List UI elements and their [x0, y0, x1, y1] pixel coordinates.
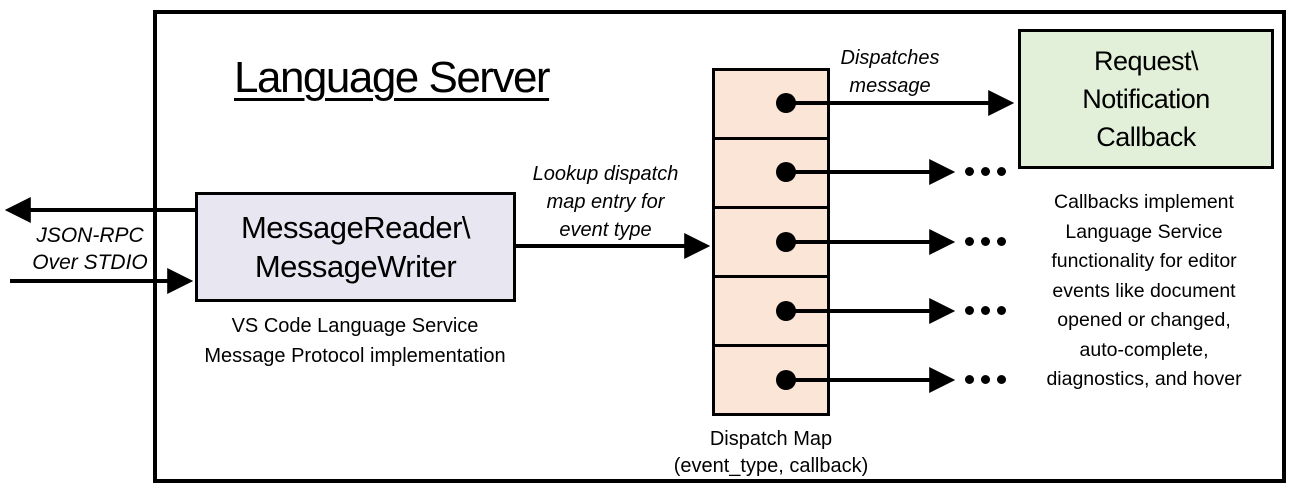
reader-caption-line2: Message Protocol implementation: [204, 345, 506, 367]
dispatch-map-cell: [715, 71, 827, 140]
callbacks-note-line: Callbacks implement: [1054, 191, 1234, 213]
ellipsis-icon: [965, 375, 1006, 384]
callbacks-note-line: Language Service: [1065, 220, 1223, 243]
request-notification-callback-box: Request\ Notification Callback: [1018, 29, 1274, 169]
callbacks-note-line: functionality for editor: [1051, 250, 1237, 272]
language-server-box: [153, 10, 1286, 483]
callback-box-line2: Notification: [1082, 84, 1210, 114]
reader-caption-line1: VS Code Language Service: [231, 315, 479, 337]
dispatch-map-label-line1: Dispatch Map: [709, 428, 833, 450]
message-reader-label: MessageReader\: [240, 210, 471, 245]
lookup-dispatch-label: Lookup dispatch map entry for event type: [518, 160, 693, 244]
dispatch-map-label: Dispatch Map (event_type, callback): [645, 426, 897, 480]
ellipsis-icon: [965, 306, 1006, 315]
callbacks-note-line: auto-complete,: [1079, 338, 1209, 361]
lookup-dispatch-label-line1: Lookup dispatch: [532, 163, 679, 185]
lookup-dispatch-label-line2: map entry for: [546, 191, 665, 213]
callback-box-line3: Callback: [1096, 122, 1196, 152]
reader-caption: VS Code Language Service Message Protoco…: [175, 311, 535, 371]
ellipsis-icon: [965, 237, 1006, 246]
dispatches-message-label-line1: Dispatches: [840, 47, 940, 69]
dispatch-map-cell: [715, 209, 827, 278]
json-rpc-stdio-label-line1: JSON-RPC: [36, 224, 144, 247]
lookup-dispatch-label-line3: event type: [559, 219, 652, 241]
dispatches-message-label-line2: message: [849, 75, 931, 97]
dispatch-map-cell: [715, 347, 827, 413]
message-reader-writer-box: MessageReader\ MessageWriter: [195, 192, 516, 302]
dispatches-message-label: Dispatches message: [830, 44, 950, 100]
json-rpc-stdio-label-line2: Over STDIO: [32, 251, 148, 274]
callbacks-note: Callbacks implement Language Service fun…: [998, 188, 1290, 395]
dispatch-map-cell: [715, 278, 827, 347]
callbacks-note-line: opened or changed,: [1057, 309, 1231, 331]
ellipsis-icon: [965, 167, 1006, 176]
dispatch-map-cell: [715, 140, 827, 209]
callbacks-note-line: events like document: [1052, 279, 1236, 302]
json-rpc-stdio-label: JSON-RPC Over STDIO: [15, 222, 165, 276]
message-writer-label: MessageWriter: [254, 249, 457, 284]
dispatch-map-label-line2: (event_type, callback): [673, 455, 869, 477]
callback-box-line1: Request\: [1093, 46, 1199, 76]
dispatch-map: [712, 68, 830, 416]
callbacks-note-line: diagnostics, and hover: [1046, 368, 1242, 390]
page-title: Language Server: [234, 53, 551, 102]
